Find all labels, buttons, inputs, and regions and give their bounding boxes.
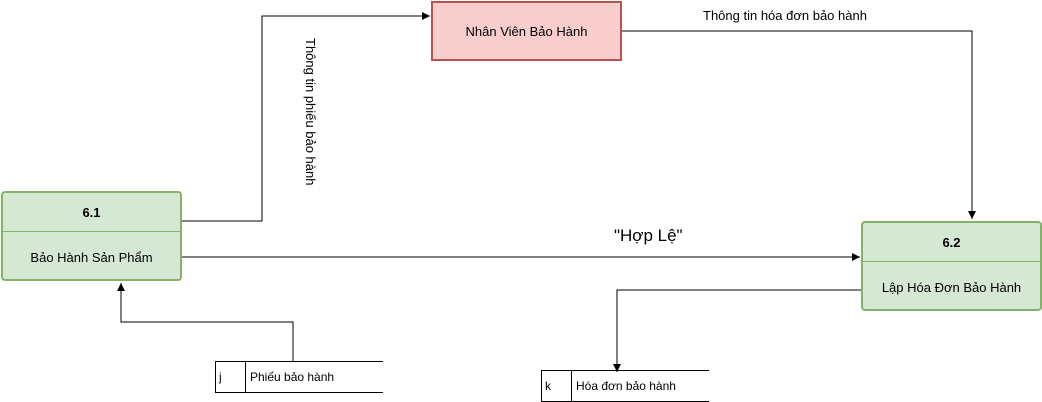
flow-arrow-entity-to-p62 (622, 30, 976, 219)
flow-label-p61-to-entity: Thông tin phiếu bảo hành (303, 38, 318, 186)
process-id: 6.1 (3, 193, 180, 232)
data-store-k[interactable]: k Hóa đơn bảo hành (541, 370, 709, 402)
store-name: Phiếu bảo hành (250, 370, 335, 384)
flow-arrow-store-j-to-p61 (117, 283, 294, 361)
process-id: 6.2 (863, 223, 1040, 262)
process-6-2[interactable]: 6.2 Lập Hóa Đơn Bảo Hành (861, 221, 1042, 311)
process-6-1[interactable]: 6.1 Bảo Hành Sản Phẩm (1, 191, 182, 281)
entity-nhan-vien-bao-hanh[interactable]: Nhân Viên Bảo Hành (431, 1, 622, 61)
data-store-j[interactable]: j Phiếu bảo hành (215, 361, 383, 393)
flow-arrow-p62-to-store-k (613, 289, 862, 372)
store-id: k (542, 371, 572, 401)
flow-arrow-p61-to-entity (182, 12, 430, 222)
flow-label-entity-to-p62: Thông tin hóa đơn bảo hành (703, 8, 867, 23)
store-name: Hóa đơn bảo hành (576, 379, 676, 393)
process-name: Bảo Hành Sản Phẩm (30, 249, 153, 265)
entity-name: Nhân Viên Bảo Hành (465, 23, 588, 39)
store-id: j (216, 362, 246, 392)
process-name: Lập Hóa Đơn Bảo Hành (881, 279, 1022, 295)
flow-label-p61-to-p62: "Hợp Lệ" (614, 226, 683, 245)
